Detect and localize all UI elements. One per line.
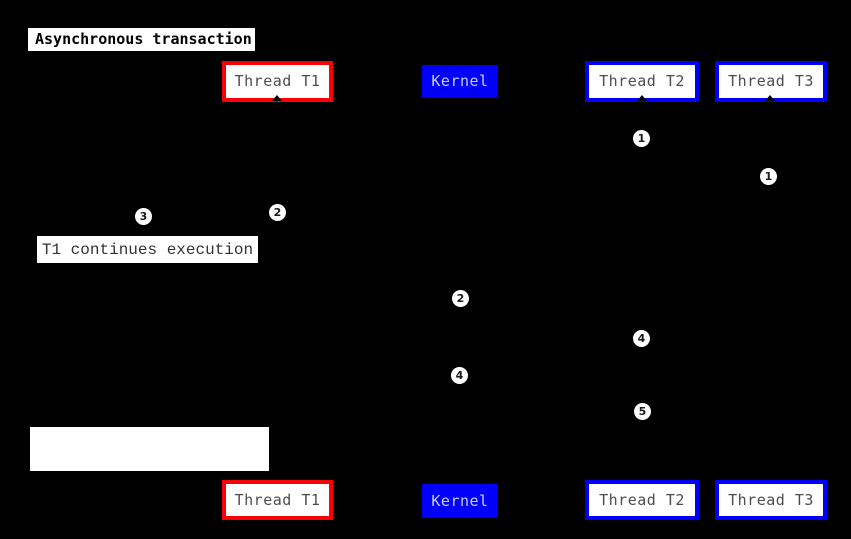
- lifeline-arrowhead-t2-top: [637, 95, 647, 101]
- note-blank-box: [30, 427, 269, 471]
- sequence-number-badge-1-thread-t3: 1: [760, 168, 777, 185]
- lifeline-arrowhead-t1-top: [272, 95, 282, 101]
- sequence-number-badge-2-thread-t1: 2: [269, 204, 286, 221]
- sequence-number-badge-2-kernel: 2: [452, 290, 469, 307]
- note-t1-continues-execution: T1 continues execution: [37, 236, 258, 263]
- lifeline-arrowhead-t3-top: [765, 95, 775, 101]
- participant-thread-t2-bottom: Thread T2: [585, 480, 699, 520]
- sequence-number-badge-4-thread-t2: 4: [633, 330, 650, 347]
- participant-kernel-bottom: Kernel: [422, 484, 498, 518]
- participant-kernel-top: Kernel: [422, 65, 498, 98]
- participant-thread-t3-bottom: Thread T3: [715, 480, 827, 520]
- sequence-number-badge-5-thread-t2: 5: [634, 403, 651, 420]
- sequence-number-badge-4-kernel: 4: [451, 367, 468, 384]
- sequence-number-badge-1-thread-t2: 1: [633, 130, 650, 147]
- participant-thread-t1-bottom: Thread T1: [222, 480, 333, 520]
- sequence-number-badge-3-thread-t1: 3: [135, 208, 152, 225]
- diagram-title: Asynchronous transaction: [28, 28, 255, 51]
